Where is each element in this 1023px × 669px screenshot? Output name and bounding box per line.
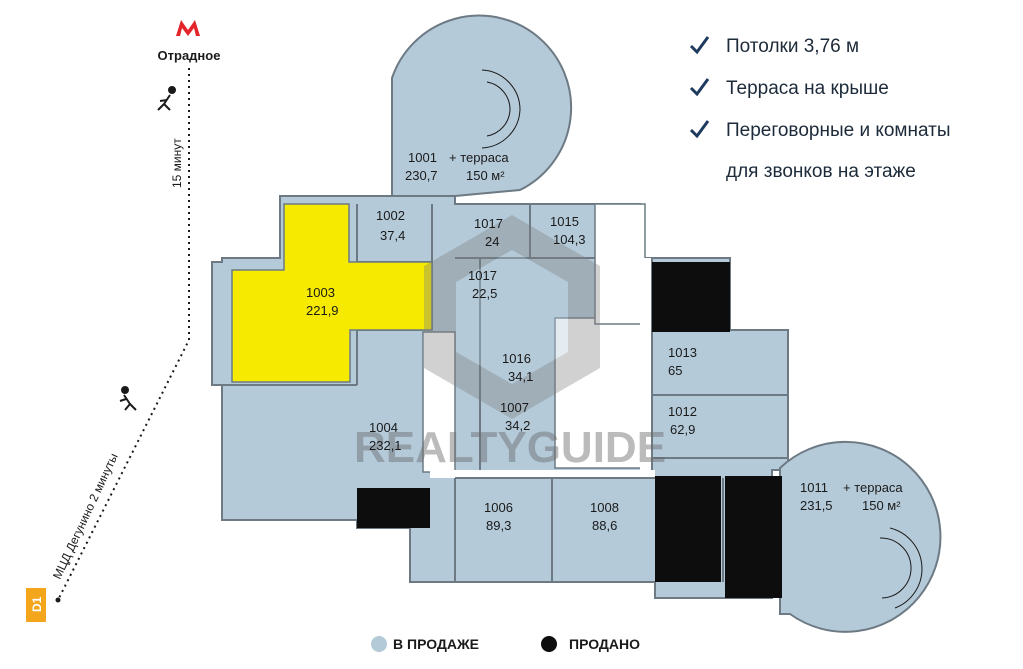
room-1013-id: 1013 [668, 345, 697, 360]
room-1001-terrace: + терраса [449, 150, 509, 165]
walker-icon-bottom [119, 386, 137, 411]
legend-sold-label: ПРОДАНО [569, 636, 640, 652]
room-1011-area: 231,5 [800, 498, 833, 513]
room-1015-id: 1015 [550, 214, 579, 229]
room-1003-area: 221,9 [306, 303, 339, 318]
room-1017a-id: 1017 [474, 216, 503, 231]
room-1003-id: 1003 [306, 285, 335, 300]
check-icon [689, 120, 710, 139]
check-icon [689, 78, 710, 97]
room-1008-id: 1008 [590, 500, 619, 515]
legend-sold-dot [541, 636, 557, 652]
feature-ceiling: Потолки 3,76 м [726, 36, 860, 57]
room-1007-area: 34,2 [505, 418, 530, 433]
feature-call-rooms: для звонков на этаже [726, 161, 916, 182]
room-1011-id: 1011 [800, 480, 828, 495]
room-1017a-area: 24 [485, 234, 499, 249]
room-1002-area: 37,4 [380, 228, 405, 243]
spiral-staircase-top [481, 69, 521, 149]
watermark-logo [424, 215, 600, 419]
room-1017b-id: 1017 [468, 268, 497, 283]
route-metro-time: 15 минут [170, 138, 184, 188]
metro-m-icon [176, 20, 200, 36]
room-1016-id: 1016 [502, 351, 531, 366]
room-1002-id: 1002 [376, 208, 405, 223]
room-1013-area: 65 [668, 363, 682, 378]
watermark-text: REALTYGUIDE [354, 423, 666, 472]
room-1001-id: 1001 [408, 150, 437, 165]
route-d1-time: МЦД Дегунино 2 минуты [50, 451, 121, 581]
sold-room-bottom-2[interactable] [725, 476, 782, 598]
sold-room-bottom-1[interactable] [655, 476, 721, 582]
room-1008-area: 88,6 [592, 518, 617, 533]
room-1006-area: 89,3 [486, 518, 511, 533]
legend: В ПРОДАЖЕ ПРОДАНО [371, 636, 640, 652]
legend-available-label: В ПРОДАЖЕ [393, 636, 479, 652]
d1-badge: D1 [26, 588, 61, 622]
spiral-staircase-bottom [879, 527, 923, 609]
room-1001-area: 230,7 [405, 168, 438, 183]
room-labels: 1001 230,7 + терраса 150 м² 1002 37,4 10… [306, 150, 903, 533]
service-core [422, 203, 655, 478]
room-1004-area: 232,1 [369, 438, 402, 453]
legend-available-dot [371, 636, 387, 652]
feature-terrace: Терраса на крыше [726, 78, 889, 99]
walker-icon-top [157, 86, 176, 111]
room-1007-id: 1007 [500, 400, 529, 415]
room-1011-terrace: + терраса [843, 480, 903, 495]
room-1001-terrace-area: 150 м² [466, 168, 505, 183]
room-1016-area: 34,1 [508, 369, 533, 384]
room-1012-id: 1012 [668, 404, 697, 419]
check-icon [689, 36, 710, 55]
feature-meeting-rooms: Переговорные и комнаты [726, 120, 951, 141]
walking-routes [57, 68, 190, 601]
sold-rooms [357, 262, 782, 598]
metro-marker: Отрадное [158, 20, 221, 63]
room-1017b-area: 22,5 [472, 286, 497, 301]
sold-room-lower-left[interactable] [357, 488, 430, 528]
d1-badge-label: D1 [30, 596, 44, 612]
room-1011-terrace-area: 150 м² [862, 498, 901, 513]
room-1003-fill[interactable] [231, 203, 433, 383]
room-1015-area: 104,3 [553, 232, 586, 247]
room-1012-area: 62,9 [670, 422, 695, 437]
room-1006-id: 1006 [484, 500, 513, 515]
room-1004-id: 1004 [369, 420, 398, 435]
metro-station-label: Отрадное [158, 48, 221, 63]
sold-room-upper-right[interactable] [652, 262, 730, 332]
